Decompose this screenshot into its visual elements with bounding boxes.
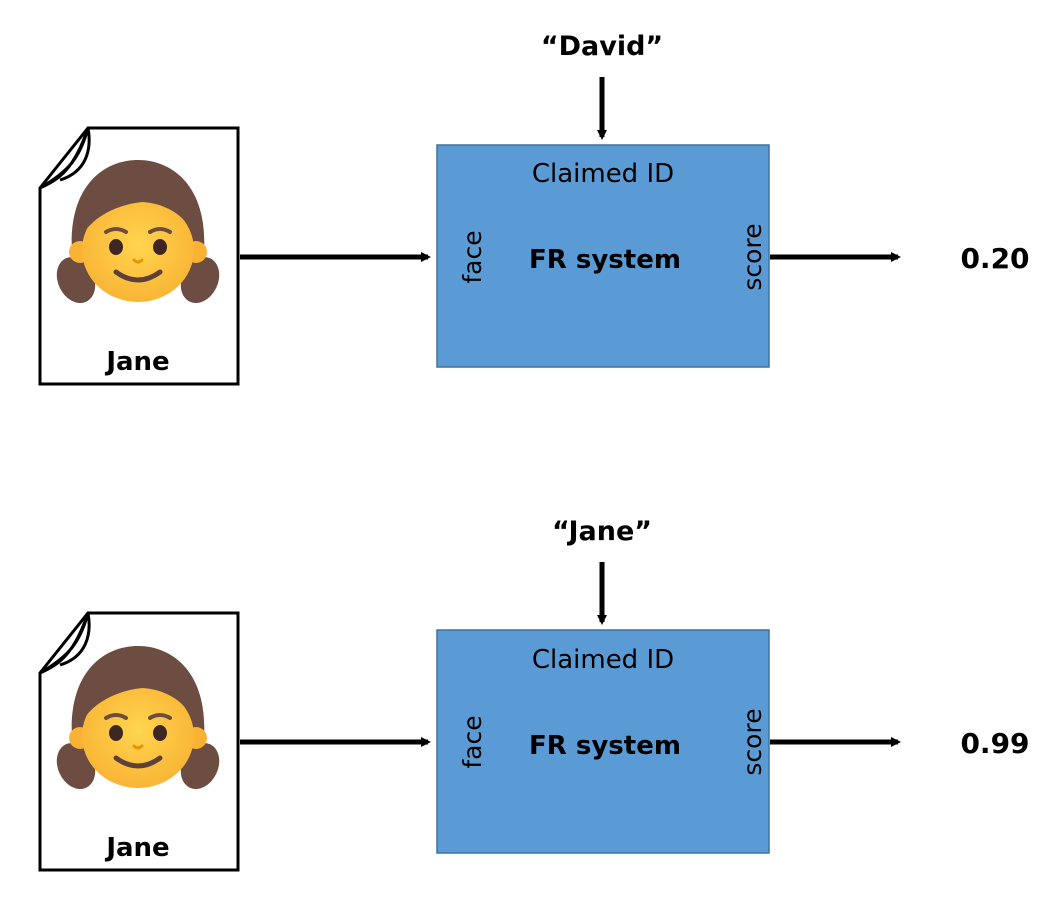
face-port-label: face xyxy=(458,715,487,768)
fr-system-box: Claimed ID FR system face score xyxy=(436,629,770,854)
system-name-label: FR system xyxy=(529,731,681,761)
score-port-label: score xyxy=(738,708,767,775)
score-port-label: score xyxy=(738,223,767,290)
fr-system-rect xyxy=(436,144,770,368)
claimed-name-label: “Jane” xyxy=(552,516,652,547)
panel-2: “Jane” Jane Claimed ID FR system face sc… xyxy=(38,516,1030,872)
fr-system-rect xyxy=(436,629,770,854)
face-port-label: face xyxy=(458,230,487,283)
photo-document: Jane xyxy=(38,611,240,872)
system-name-label: FR system xyxy=(529,245,681,275)
fr-system-box: Claimed ID FR system face score xyxy=(436,144,770,368)
photo-name-label: Jane xyxy=(104,833,169,863)
claimed-name-label: “David” xyxy=(541,31,663,62)
score-value: 0.20 xyxy=(960,242,1029,275)
photo-document: Jane xyxy=(38,126,240,386)
panel-1: “David” Jane Claimed ID FR system face s… xyxy=(38,31,1030,386)
claimed-id-port-label: Claimed ID xyxy=(532,645,674,675)
photo-name-label: Jane xyxy=(104,347,169,377)
claimed-id-port-label: Claimed ID xyxy=(532,159,674,189)
score-value: 0.99 xyxy=(960,727,1029,760)
